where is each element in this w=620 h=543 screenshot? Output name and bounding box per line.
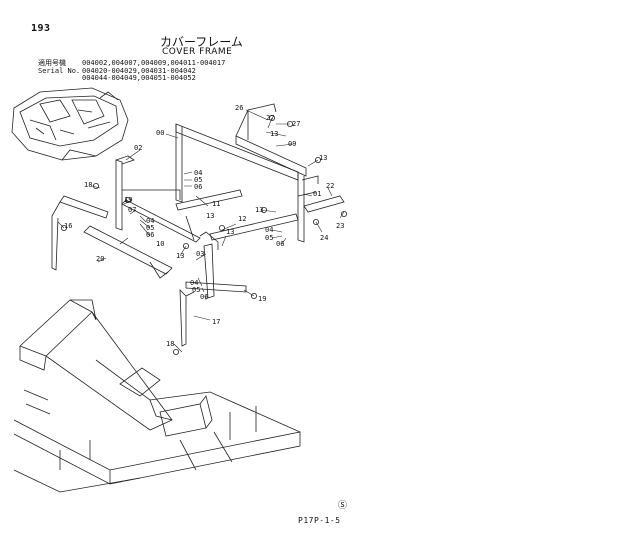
callout-04: 04: [194, 169, 202, 177]
callout-05: 05: [192, 286, 200, 294]
applicability-value: 004044-004049,004051-004052: [82, 74, 196, 82]
callout-06: 06: [200, 293, 208, 301]
callout-01: 01: [313, 190, 321, 198]
callout-04: 04: [146, 217, 154, 225]
bolts: [61, 115, 347, 355]
applicability-label: Serial No.: [38, 66, 81, 75]
callout-05: 05: [194, 176, 202, 184]
callout-13: 13: [206, 212, 214, 220]
callout-13: 13: [226, 228, 234, 236]
callout-leaders: [57, 109, 345, 353]
machine-reference-sketch: [11, 87, 129, 161]
drawing-code: P17P-1-5: [298, 516, 341, 525]
front-upright-frame: [179, 231, 247, 347]
callout-26: 26: [235, 104, 243, 112]
title-japanese: カバーフレーム: [160, 35, 243, 49]
applicability-value: 004020-004029,004031-004042: [82, 66, 196, 75]
title-english: COVER FRAME: [162, 47, 233, 57]
callout-27: 27: [292, 120, 300, 128]
page-number: 193: [31, 23, 51, 34]
callout-05: 05: [146, 224, 154, 232]
left-upright-frame: [51, 155, 181, 271]
bracket-and-bar: [297, 191, 345, 213]
callout-19: 19: [258, 295, 266, 303]
callout-18: 18: [166, 340, 174, 348]
applicability-row: 004044-004049,004051-004052: [38, 74, 225, 83]
callout-19: 19: [124, 196, 132, 204]
floor-plate-20: [83, 225, 173, 279]
callout-06: 06: [194, 183, 202, 191]
callout-00: 00: [156, 129, 164, 137]
callout-09: 09: [288, 140, 296, 148]
applicability-label: 適用号機: [38, 59, 66, 67]
callout-04: 04: [190, 279, 198, 287]
callout-13: 13: [255, 206, 263, 214]
callout-02: 02: [134, 144, 142, 152]
callout-05: 05: [265, 234, 273, 242]
callout-18: 18: [84, 181, 92, 189]
applicability-block: 適用号機 004002,004007,004009,004011-004017 …: [38, 59, 226, 83]
callout-20: 20: [96, 255, 104, 263]
callout-27: 27: [266, 114, 274, 122]
cover-frame-upper: [175, 103, 319, 243]
callout-23: 23: [336, 222, 344, 230]
callout-06: 06: [276, 240, 284, 248]
callout-10: 10: [156, 240, 164, 248]
callout-13: 13: [176, 252, 184, 260]
callout-07: 07: [128, 206, 136, 214]
cross-members: [121, 189, 299, 243]
callout-12: 12: [238, 215, 246, 223]
base-frame: [13, 299, 301, 493]
applicability-row: 適用号機 004002,004007,004009,004011-004017: [38, 59, 226, 68]
callout-22: 22: [326, 182, 334, 190]
callout-13: 13: [270, 130, 278, 138]
callout-04: 04: [265, 226, 273, 234]
callout-03: 03: [196, 250, 204, 258]
applicability-row: Serial No. 004020-004029,004031-004042: [38, 66, 225, 76]
callout-13: 13: [319, 154, 327, 162]
callout-24: 24: [320, 234, 328, 242]
callout-06: 06: [146, 231, 154, 239]
callout-16: 16: [64, 222, 72, 230]
callout-17: 17: [212, 318, 220, 326]
applicability-value: 004002,004007,004009,004011-004017: [82, 59, 226, 67]
callout-11: 11: [212, 200, 220, 208]
copyright-mark: Ⓢ: [338, 501, 348, 511]
callout-numbers: 26 27 27 13 00 09 13 02 04 05 06 18 01 2…: [64, 104, 344, 348]
